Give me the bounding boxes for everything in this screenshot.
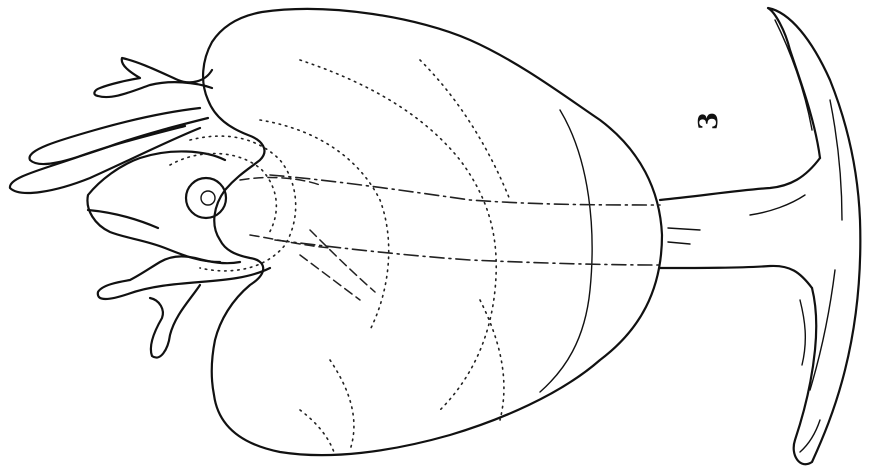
body-outline	[203, 9, 662, 455]
figure-number-label: 3	[696, 112, 722, 130]
internal-contour-4	[300, 60, 496, 410]
lower-tentacle-branch	[150, 285, 200, 358]
stalk-bottom-edge	[660, 266, 812, 288]
lower-tentacle	[98, 256, 270, 299]
internal-contour-1	[190, 136, 296, 271]
upper-left-lobe-2	[10, 126, 200, 193]
foot-outline	[768, 8, 860, 464]
upper-tentacle	[94, 58, 212, 97]
lobe-curve	[540, 110, 592, 392]
siphon-inner	[201, 191, 215, 205]
stalk-top-edge	[660, 158, 820, 200]
internal-contour-3	[260, 120, 389, 330]
internal-contour-6	[300, 300, 504, 455]
internal-dashed-2	[300, 230, 375, 300]
stalk-inner	[668, 195, 805, 244]
nerve-cord-upper	[270, 175, 660, 205]
internal-dashed-1	[240, 178, 330, 248]
mouth-outline	[87, 151, 225, 262]
internal-contour-5	[420, 60, 510, 200]
